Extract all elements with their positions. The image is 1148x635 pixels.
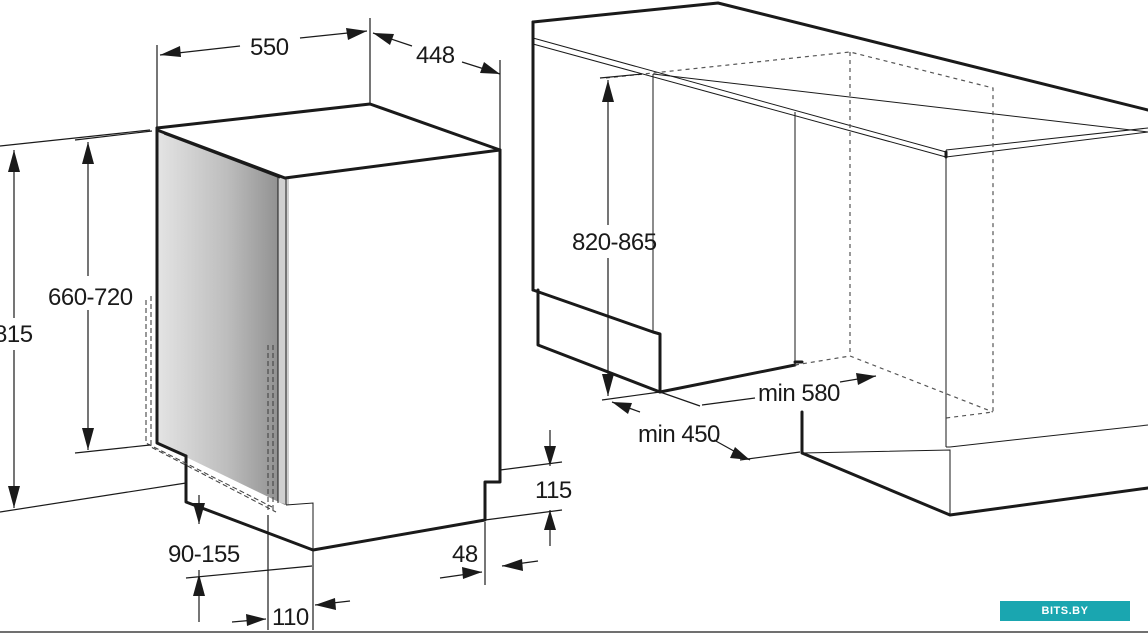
dim-depth: 448 [372, 32, 501, 150]
dim-total-height-label: 815 [0, 321, 33, 348]
dim-plinth-offset: 90-155 [168, 495, 313, 622]
dim-plinth-offset-label: 90-155 [168, 541, 240, 568]
dim-cabinet-height-label: 820-865 [572, 229, 657, 256]
dim-plinth-height-label: 115 [535, 477, 572, 504]
dim-min-depth-label: min 580 [758, 380, 840, 407]
dim-min-width: min 450 [601, 391, 801, 461]
dim-niche-height-label: 660-720 [48, 284, 133, 311]
dim-niche-height: 660-720 [48, 130, 153, 454]
dim-min-depth: min 580 [659, 373, 877, 407]
door-panel [157, 130, 285, 505]
dim-min-width-label: min 450 [638, 421, 720, 448]
dim-kick-depth: 48 [439, 522, 539, 585]
dim-door-gap-label: 110 [272, 604, 309, 631]
dim-width-label: 550 [250, 34, 289, 61]
dim-door-gap: 110 [231, 515, 351, 631]
dim-plinth-height: 115 [484, 430, 572, 546]
dim-total-height: 815 [0, 129, 187, 513]
dim-depth-label: 448 [416, 42, 455, 69]
cabinet-drawing [531, 1, 1148, 517]
dishwasher-drawing [145, 102, 502, 552]
watermark-logo: BITS.BY [1000, 601, 1130, 621]
dim-width: 550 [156, 18, 371, 128]
dim-kick-depth-label: 48 [452, 541, 478, 568]
dim-cabinet-height: 820-865 [572, 73, 657, 396]
